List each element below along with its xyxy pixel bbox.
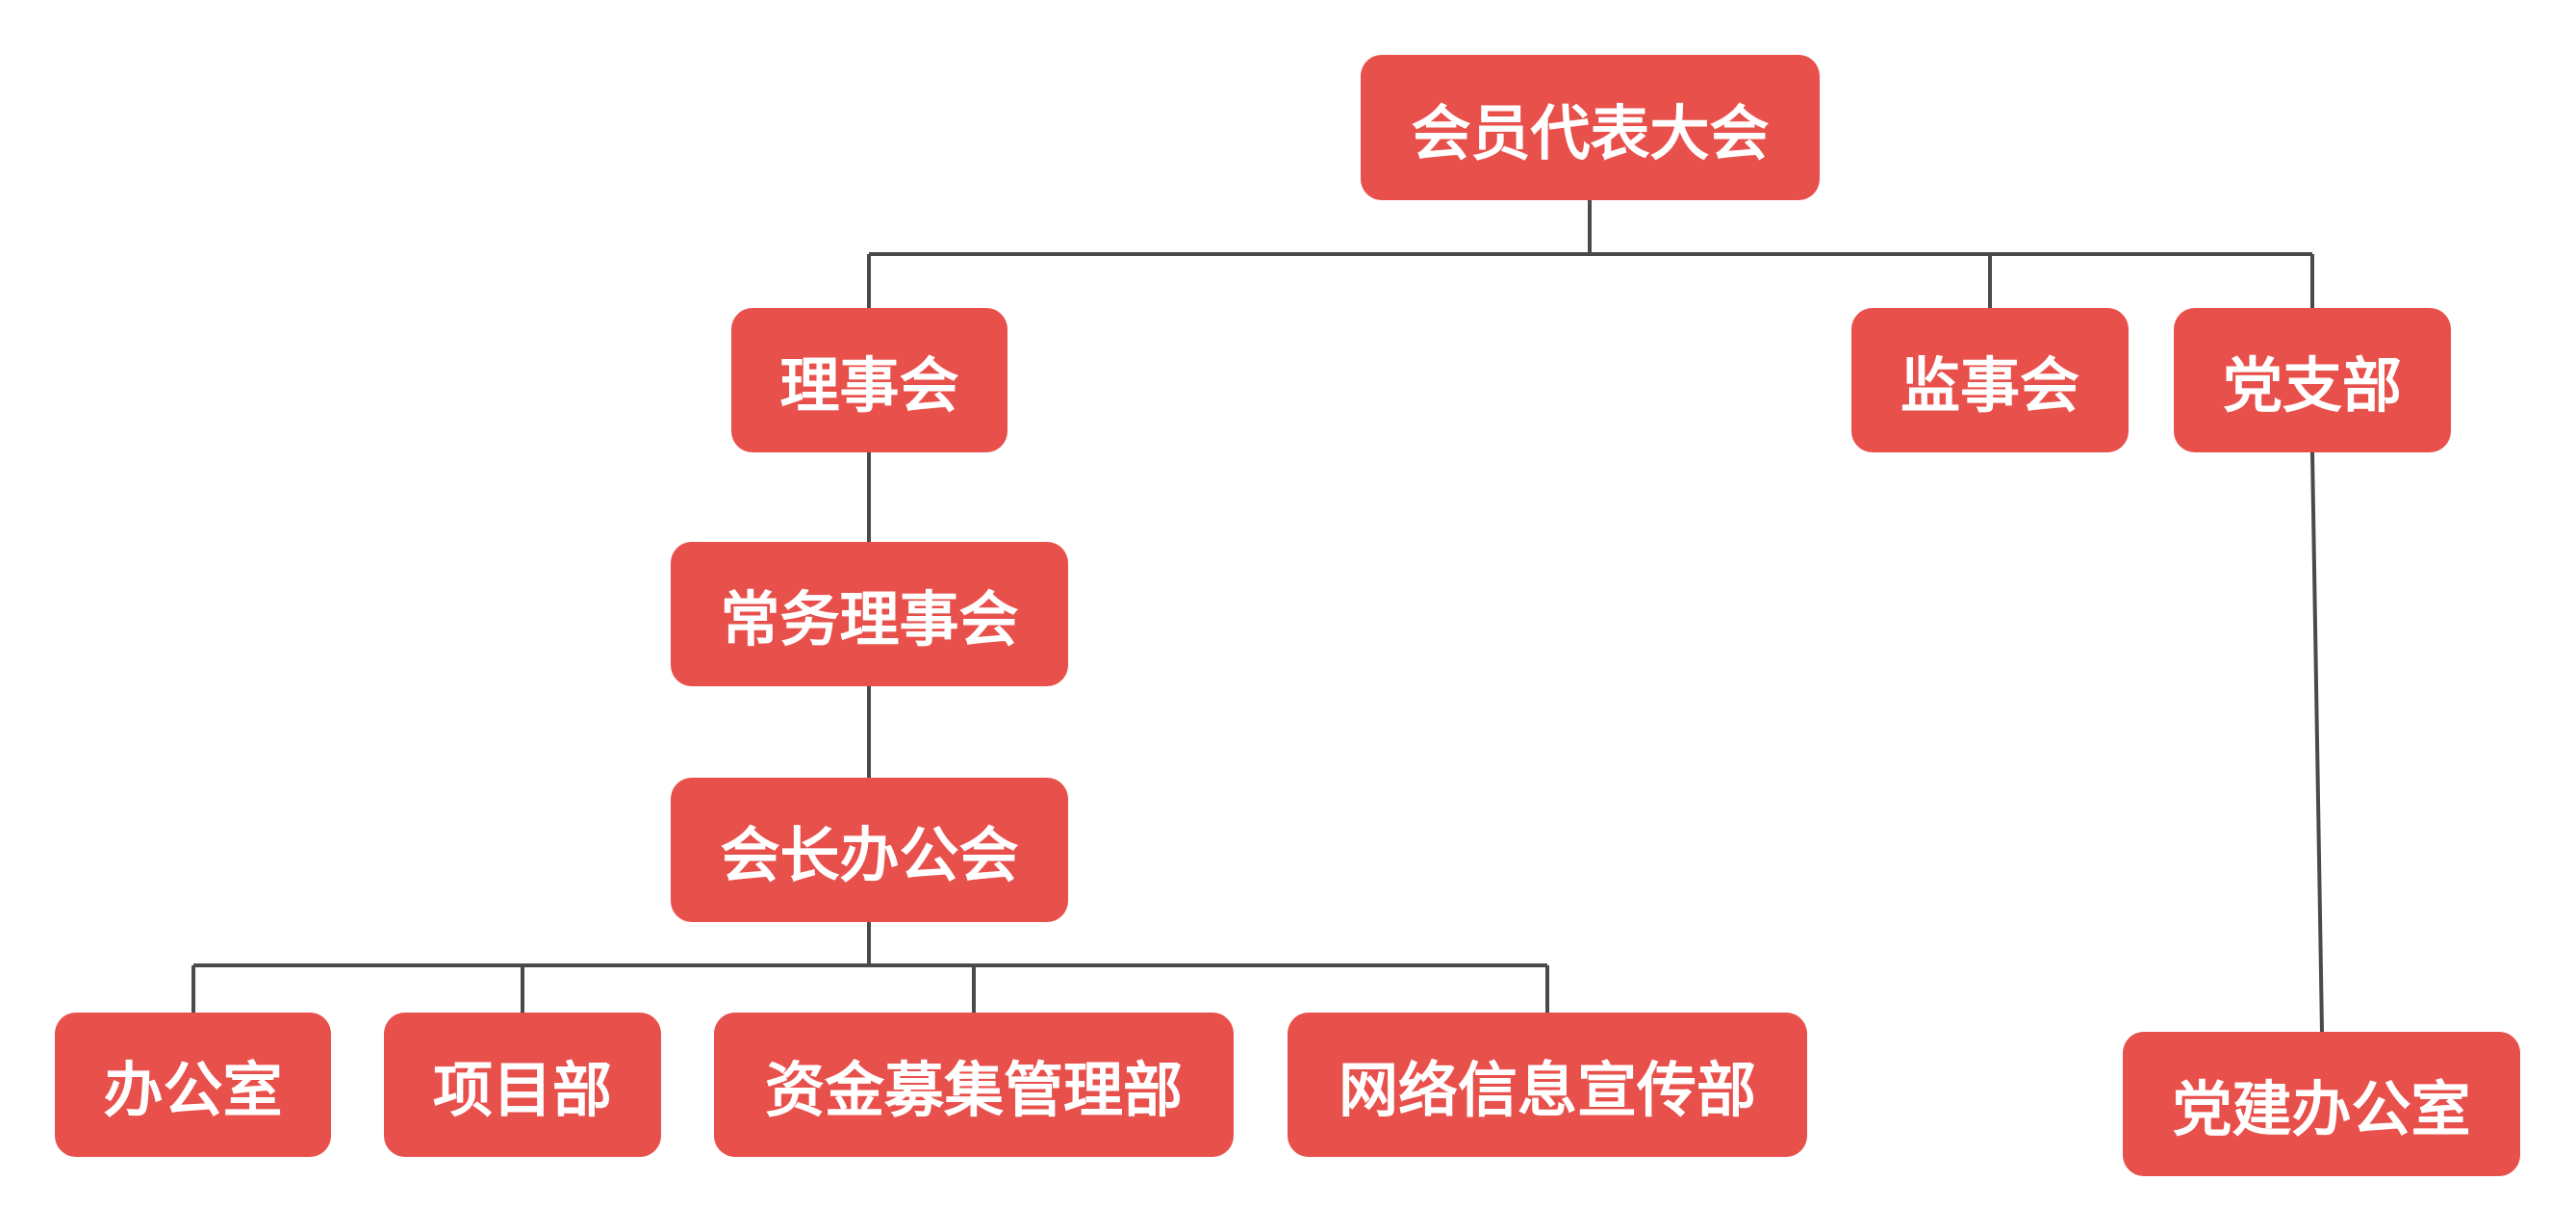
node-root: 会员代表大会 xyxy=(1361,55,1820,200)
node-council: 理事会 xyxy=(731,308,1007,452)
node-standing-council: 常务理事会 xyxy=(671,542,1068,686)
node-party-branch: 党支部 xyxy=(2174,308,2451,452)
node-president-office-meeting: 会长办公会 xyxy=(671,778,1068,922)
node-fundraising-department: 资金募集管理部 xyxy=(714,1013,1234,1157)
node-project-department: 项目部 xyxy=(384,1013,661,1157)
node-supervisory-board: 监事会 xyxy=(1851,308,2129,452)
connector-party-branch-to-building-office xyxy=(2310,451,2324,1033)
node-party-building-office: 党建办公室 xyxy=(2123,1032,2520,1176)
node-office: 办公室 xyxy=(55,1013,331,1157)
node-network-publicity-department: 网络信息宣传部 xyxy=(1288,1013,1807,1157)
